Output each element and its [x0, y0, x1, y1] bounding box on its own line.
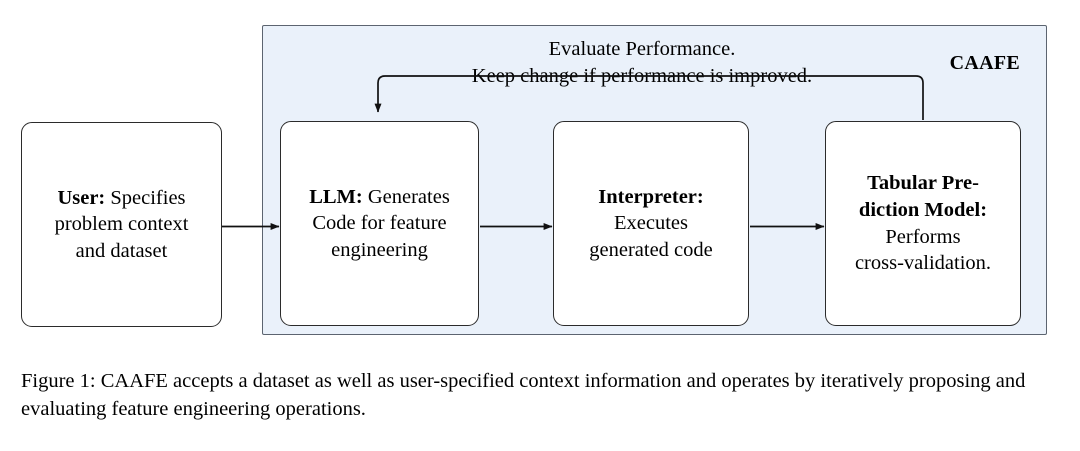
caafe-container-label: CAAFE: [949, 52, 1020, 74]
node-tabular-prediction-model: Tabular Pre- diction Model: Performs cro…: [825, 121, 1021, 326]
feedback-loop-label: Evaluate Performance. Keep change if per…: [402, 36, 882, 91]
node-user-line3: and dataset: [75, 239, 168, 262]
figure-caption-line1: Figure 1: CAAFE accepts a dataset as wel…: [21, 370, 816, 392]
feedback-loop-label-line1: Evaluate Performance.: [548, 38, 736, 60]
node-llm-title: LLM:: [309, 185, 363, 208]
node-llm-line2: Code for feature: [312, 212, 447, 235]
node-user-title: User:: [57, 186, 106, 209]
node-llm: LLM: Generates Code for feature engineer…: [280, 121, 479, 326]
node-llm-line3: engineering: [331, 238, 428, 261]
node-interpreter: Interpreter: Executes generated code: [553, 121, 749, 326]
node-tabular-line2: cross-validation.: [854, 252, 992, 275]
node-user-line1: Specifies: [110, 186, 186, 209]
figure-caption-line2: iteratively proposing and evaluating fea…: [21, 370, 1026, 421]
node-tabular-title-line1: Tabular Pre-: [867, 172, 979, 195]
node-llm-line1: Generates: [367, 185, 450, 208]
node-llm-text: LLM: Generates Code for feature engineer…: [301, 184, 458, 264]
node-interpreter-line1: Executes: [614, 212, 688, 235]
node-tabular-text: Tabular Pre- diction Model: Performs cro…: [847, 170, 999, 277]
node-interpreter-title: Interpreter:: [598, 185, 704, 208]
node-tabular-line1: Performs: [885, 225, 961, 248]
node-user-line2: problem context: [54, 213, 189, 236]
node-interpreter-text: Interpreter: Executes generated code: [581, 184, 721, 264]
node-user: User: Specifies problem context and data…: [21, 122, 222, 327]
node-user-text: User: Specifies problem context and data…: [47, 185, 197, 265]
node-interpreter-line2: generated code: [589, 238, 713, 261]
figure-caption: Figure 1: CAAFE accepts a dataset as wel…: [21, 367, 1061, 424]
node-tabular-title-line2: diction Model:: [858, 198, 988, 221]
feedback-loop-label-line2: Keep change if performance is improved.: [471, 65, 813, 88]
